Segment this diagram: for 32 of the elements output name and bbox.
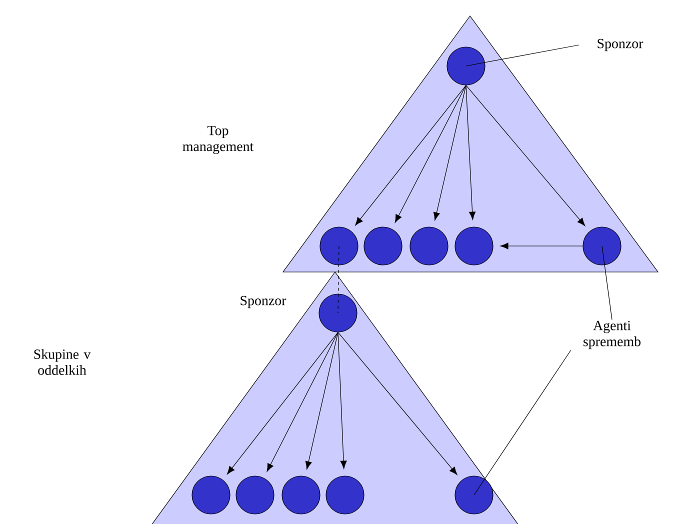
arrow [466,85,586,226]
circle [446,46,486,86]
callout-text: Agenti sprememb [584,320,641,350]
label: Skupine v oddelkih [34,349,91,375]
arrow [466,85,476,220]
arrow [338,332,458,475]
leader-line [466,44,580,66]
arrow [227,332,338,474]
circle [326,476,364,514]
circle [318,294,358,332]
dashed-line [338,246,340,314]
arrow [394,85,466,223]
circle [282,476,320,514]
circle [410,226,448,266]
arrow [305,332,338,470]
circle [582,226,622,266]
arrow [338,332,347,469]
circle [454,226,494,266]
arrow [433,85,466,220]
callout-text: Sponzor [598,38,644,52]
arrow [500,242,583,250]
label: Top management [182,126,254,154]
circle [236,476,274,514]
leader-line [474,350,572,496]
arrow [266,332,338,472]
arrow [355,85,466,226]
circle [320,226,358,266]
circle [192,476,230,514]
side-label: Sponzor [240,296,286,308]
circle [454,476,494,514]
circle [364,226,402,266]
leader-line [602,246,612,320]
